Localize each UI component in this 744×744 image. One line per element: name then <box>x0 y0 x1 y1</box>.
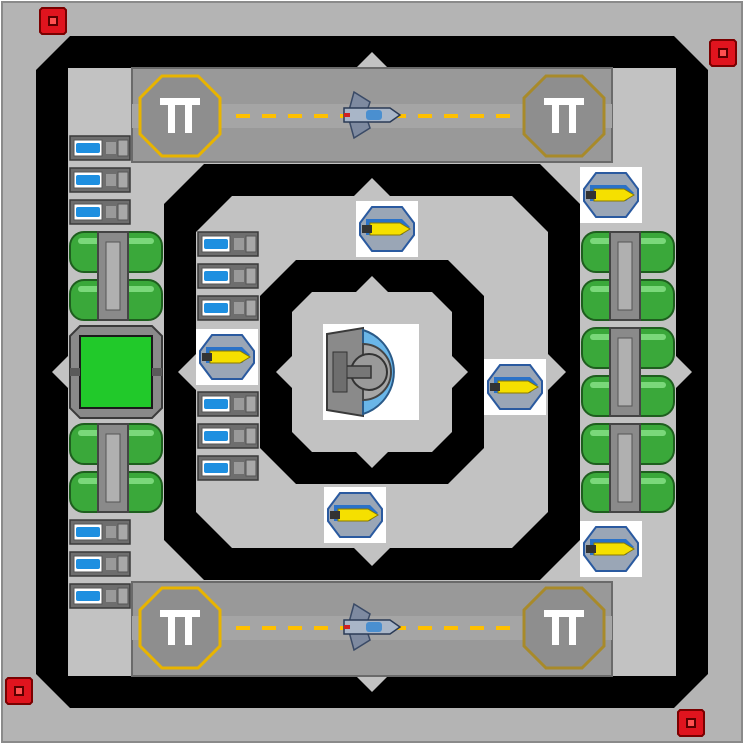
drone-icon[interactable] <box>484 357 546 417</box>
drone-icon[interactable] <box>356 199 418 259</box>
command-core-icon[interactable] <box>323 324 419 420</box>
mid-notch-right <box>548 354 566 390</box>
mid-notch-left <box>178 354 196 390</box>
drone-icon[interactable] <box>580 519 642 579</box>
capsule-rack-left-top[interactable] <box>69 135 131 225</box>
drone-icon[interactable] <box>324 485 386 545</box>
landing-pad-bottom-right[interactable] <box>522 586 606 670</box>
core-notch-left <box>276 356 292 388</box>
capsule-rack-inner-bottom[interactable] <box>197 391 259 481</box>
reactor-icon[interactable] <box>69 325 163 419</box>
core-notch-bottom <box>356 452 388 468</box>
mid-notch-top <box>354 178 390 196</box>
drone-icon[interactable] <box>196 327 258 387</box>
capsule-rack-left-bottom[interactable] <box>69 519 131 609</box>
landing-pad-top-left[interactable] <box>138 74 222 158</box>
notch-bottom <box>356 676 388 692</box>
beacon-icon[interactable] <box>39 7 67 35</box>
notch-top <box>356 52 388 68</box>
beacon-icon[interactable] <box>5 677 33 705</box>
beacon-icon[interactable] <box>677 709 705 737</box>
core-notch-top <box>356 276 388 292</box>
landing-pad-top-right[interactable] <box>522 74 606 158</box>
mid-notch-bottom <box>354 548 390 566</box>
capsule-rack-inner-top[interactable] <box>197 231 259 321</box>
notch-left <box>52 356 68 388</box>
core-notch-right <box>452 356 468 388</box>
notch-right <box>676 356 692 388</box>
landing-pad-bottom-left[interactable] <box>138 586 222 670</box>
beacon-icon[interactable] <box>709 39 737 67</box>
drone-icon[interactable] <box>580 165 642 225</box>
